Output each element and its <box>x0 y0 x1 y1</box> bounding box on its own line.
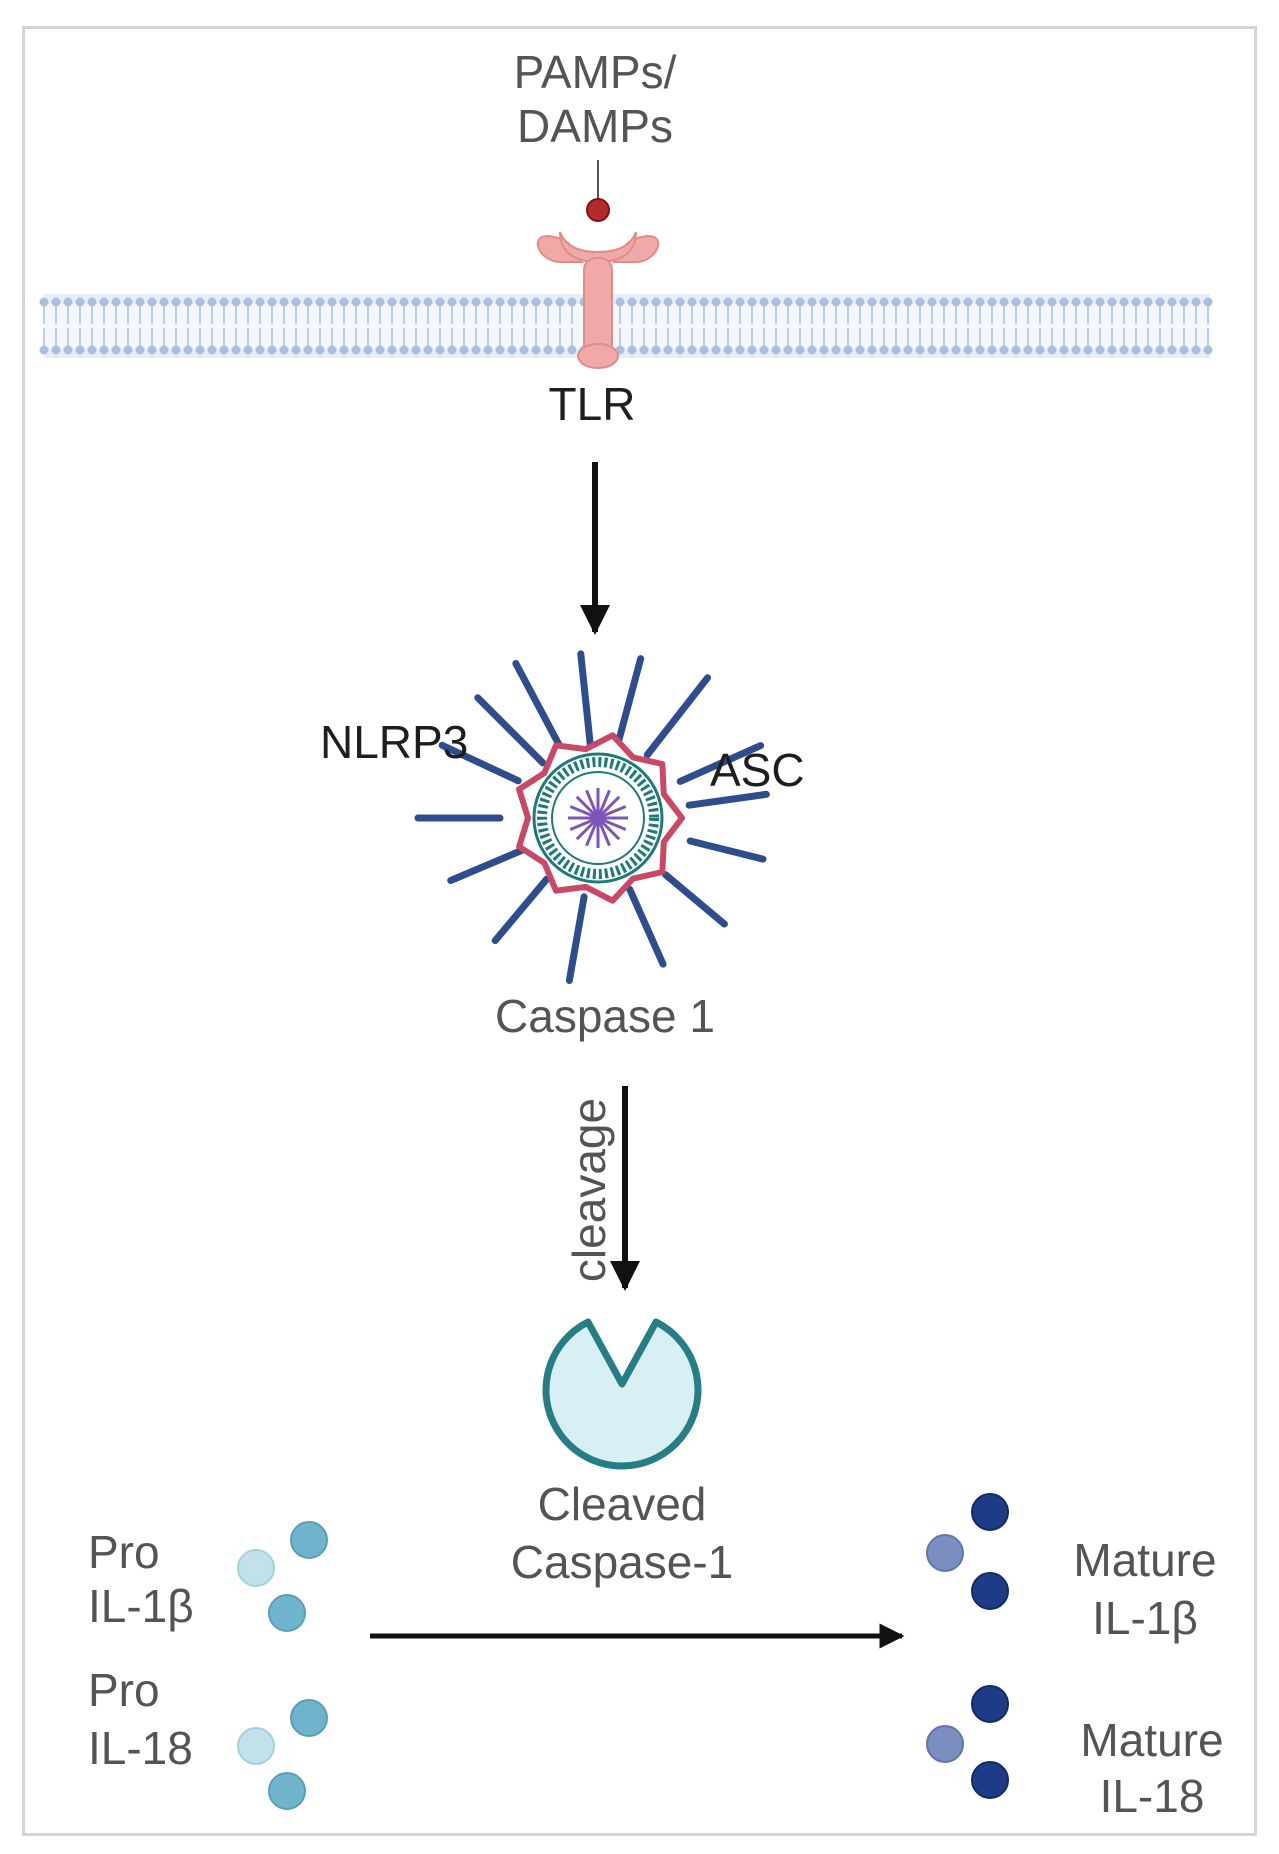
pamps-label-line2: DAMPs <box>517 100 673 152</box>
caspase1-label: Caspase 1 <box>495 990 715 1042</box>
cleaved-label-line1: Cleaved <box>538 1478 707 1530</box>
cell-membrane <box>39 294 1213 358</box>
mature-il1b-label-line1: Mature <box>1073 1534 1216 1586</box>
cleaved-caspase1-shape <box>542 1318 702 1470</box>
pamps-label-line1: PAMPs/ <box>514 46 677 98</box>
pro-il1b-label-line1: Pro <box>88 1526 160 1578</box>
nlrp3-label: NLRP3 <box>320 716 468 768</box>
pro-il18-molecules <box>237 1699 328 1810</box>
ligand-dot <box>586 198 610 222</box>
pro-il18-label-line1: Pro <box>88 1664 160 1716</box>
cleaved-label-line2: Caspase-1 <box>511 1536 733 1588</box>
tlr-label: TLR <box>549 378 636 430</box>
asc-label: ASC <box>710 744 805 796</box>
pro-il18-label-line2: IL-18 <box>88 1722 193 1774</box>
mature-il1b-molecules <box>926 1493 1009 1610</box>
mature-il18-label-line1: Mature <box>1080 1714 1223 1766</box>
mature-il18-molecules <box>926 1685 1009 1799</box>
pro-il1b-label-line2: IL-1β <box>88 1580 194 1632</box>
tlr-receptor <box>536 231 660 369</box>
mature-il1b-label-line2: IL-1β <box>1092 1592 1198 1644</box>
cleavage-label: cleavage <box>563 1098 615 1282</box>
pro-il1b-molecules <box>237 1521 328 1632</box>
mature-il18-label-line2: IL-18 <box>1100 1770 1205 1822</box>
nlrp3-inflammasome <box>414 650 770 984</box>
